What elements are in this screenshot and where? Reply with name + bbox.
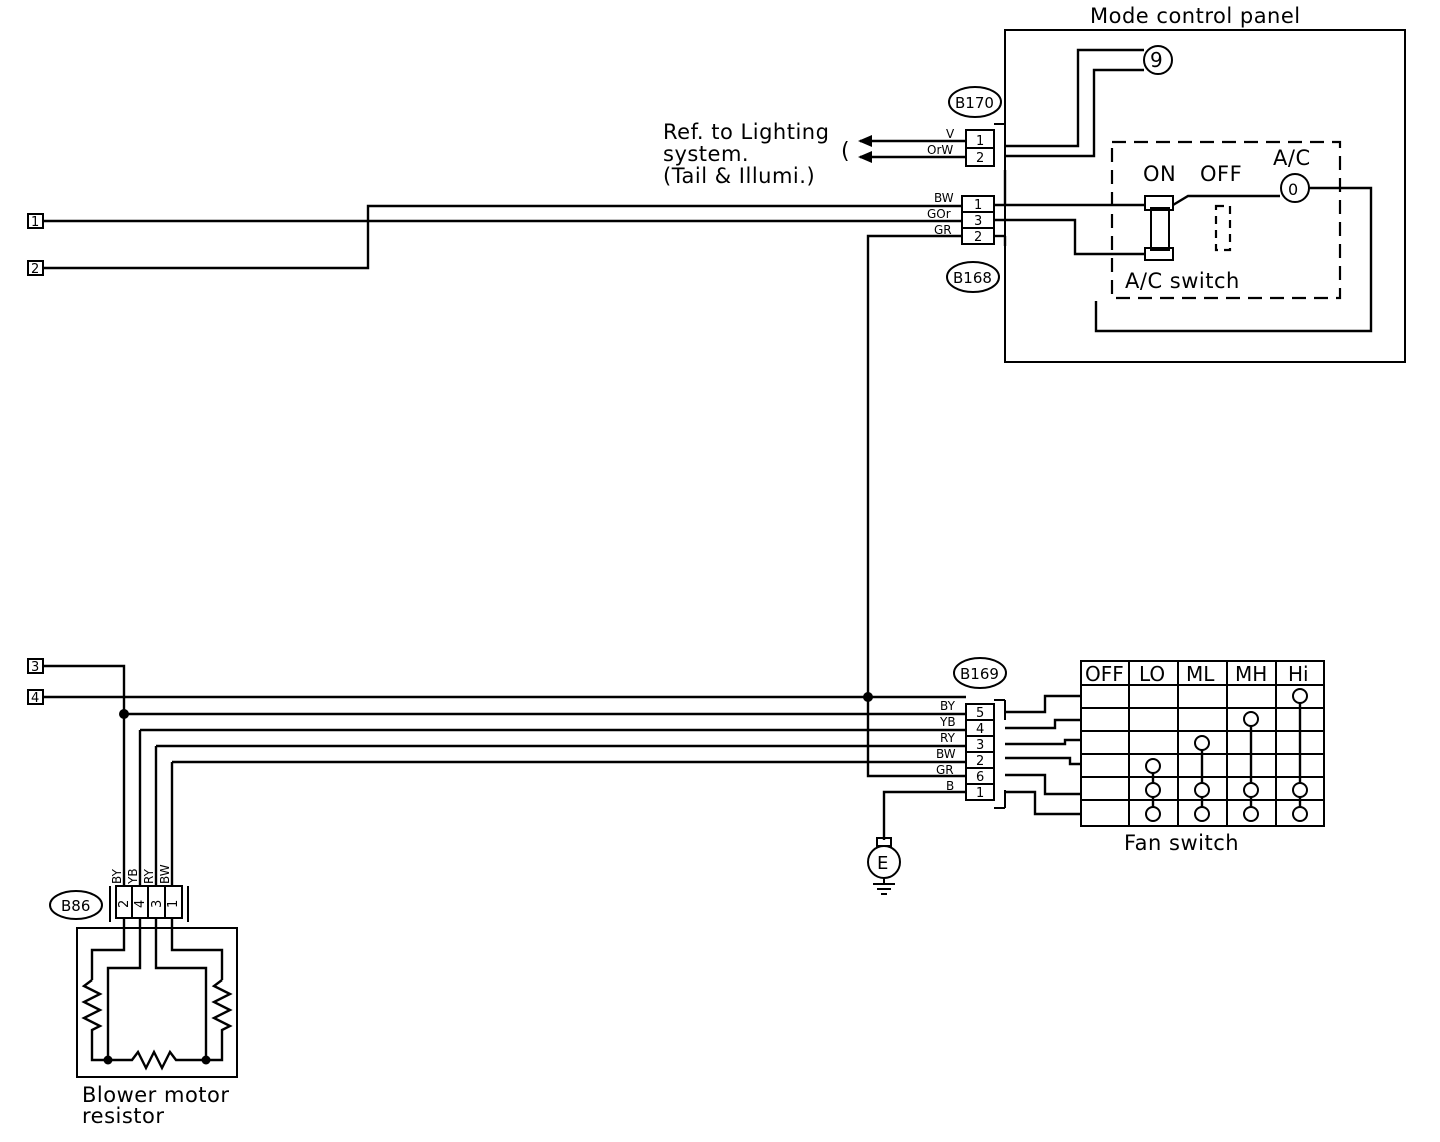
reference-line-1: Ref. to Lighting xyxy=(663,120,829,144)
b169-pin: 4 xyxy=(976,722,984,737)
b168-wire-color: GOr xyxy=(927,207,951,221)
b169-pin: 3 xyxy=(976,738,984,753)
b169-wire-color: GR xyxy=(936,763,954,777)
fan-position-lo: LO xyxy=(1139,662,1165,686)
b170-pin: 1 xyxy=(976,134,984,149)
b86-pin: 4 xyxy=(133,900,148,908)
b169-pin: 2 xyxy=(976,754,984,769)
reference-line-2: system. xyxy=(663,142,749,166)
blower-motor-resistor: Blower motor resistor xyxy=(76,918,238,1128)
b169-wire-color: BY xyxy=(940,699,956,713)
connector-b169-id: B169 xyxy=(960,665,999,683)
ac-switch-box xyxy=(1110,140,1342,300)
ac-label: A/C xyxy=(1273,146,1311,170)
terminal-label: 1 xyxy=(31,215,39,230)
arrow-icon xyxy=(858,135,872,147)
connector-b170-id: B170 xyxy=(955,94,994,112)
fan-switch: OFF LO ML MH Hi Fan switch xyxy=(1080,660,1325,855)
b169-pin: 5 xyxy=(976,706,984,721)
connector-b169: B169 5 4 3 2 6 1 BY YB RY BW GR B xyxy=(936,657,1007,809)
b86-pin: 2 xyxy=(117,900,132,908)
terminal-2: 2 xyxy=(27,260,44,277)
fan-position-mh: MH xyxy=(1235,662,1267,686)
terminal-label: 3 xyxy=(31,660,39,675)
b170-pin: 2 xyxy=(976,151,984,166)
on-label: ON xyxy=(1143,162,1176,186)
ground-label: E xyxy=(877,853,888,874)
svg-text:(: ( xyxy=(841,139,850,164)
svg-text:9: 9 xyxy=(1150,48,1163,72)
fan-switch-label: Fan switch xyxy=(1124,831,1239,855)
ac-switch-label: A/C switch xyxy=(1125,269,1240,293)
b170-wire-color: V xyxy=(946,127,955,141)
terminal-4: 4 xyxy=(27,689,44,706)
ground-symbol: E xyxy=(867,837,901,895)
lighting-reference: Ref. to Lighting system. (Tail & Illumi.… xyxy=(663,120,966,188)
b168-pin: 1 xyxy=(974,198,982,213)
b86-wire-color: BW xyxy=(158,864,172,884)
b86-wire-color: YB xyxy=(126,868,140,885)
terminal-1: 1 xyxy=(27,213,44,230)
connector-b168: 1 3 2 BW GOr GR B168 xyxy=(927,191,1000,293)
fan-position-off: OFF xyxy=(1085,662,1124,686)
resistor-icon xyxy=(108,1049,206,1071)
b170-wire-color: OrW xyxy=(927,143,953,157)
b169-wire-color: BW xyxy=(936,747,956,761)
b169-pin: 1 xyxy=(976,786,984,801)
fan-position-ml: ML xyxy=(1186,662,1215,686)
mode-control-panel-title: Mode control panel xyxy=(1090,4,1301,28)
b169-wire-color: RY xyxy=(940,731,956,745)
b168-wire-color: GR xyxy=(934,223,952,237)
b86-pin: 1 xyxy=(166,900,181,908)
fan-position-hi: Hi xyxy=(1288,662,1309,686)
b169-wire-color: B xyxy=(946,779,954,793)
resistor-label-1: Blower motor xyxy=(82,1083,230,1107)
b168-pin: 2 xyxy=(974,230,982,245)
connector-b86-id: B86 xyxy=(61,897,90,915)
connector-b170: B170 1 2 V OrW xyxy=(927,86,1005,167)
resistor-icon xyxy=(206,979,233,1062)
b86-wire-color: RY xyxy=(142,868,156,884)
reference-line-3: (Tail & Illumi.) xyxy=(663,164,815,188)
terminal-label: 4 xyxy=(31,691,39,706)
b169-wire-color: YB xyxy=(939,715,956,729)
b86-wire-color: BY xyxy=(110,868,124,884)
resistor-icon xyxy=(81,979,108,1062)
svg-text:0: 0 xyxy=(1288,180,1298,199)
off-label: OFF xyxy=(1200,162,1242,186)
terminal-label: 2 xyxy=(31,262,39,277)
b168-pin: 3 xyxy=(974,214,982,229)
illumination-lamp-icon xyxy=(1143,45,1173,75)
connector-b86: B86 2 4 3 1 BY YB RY BW xyxy=(49,864,189,922)
b86-pin: 3 xyxy=(150,900,165,908)
mode-control-panel: Mode control panel 9 ON OFF A/C A/C swit… xyxy=(1004,4,1406,363)
arrow-icon xyxy=(858,151,872,163)
b169-pin: 6 xyxy=(976,770,984,785)
terminal-3: 3 xyxy=(27,658,44,675)
b168-wire-color: BW xyxy=(934,191,954,205)
ac-switch-actuator xyxy=(1144,195,1174,211)
resistor-label-2: resistor xyxy=(82,1104,165,1128)
connector-b168-id: B168 xyxy=(953,269,992,287)
